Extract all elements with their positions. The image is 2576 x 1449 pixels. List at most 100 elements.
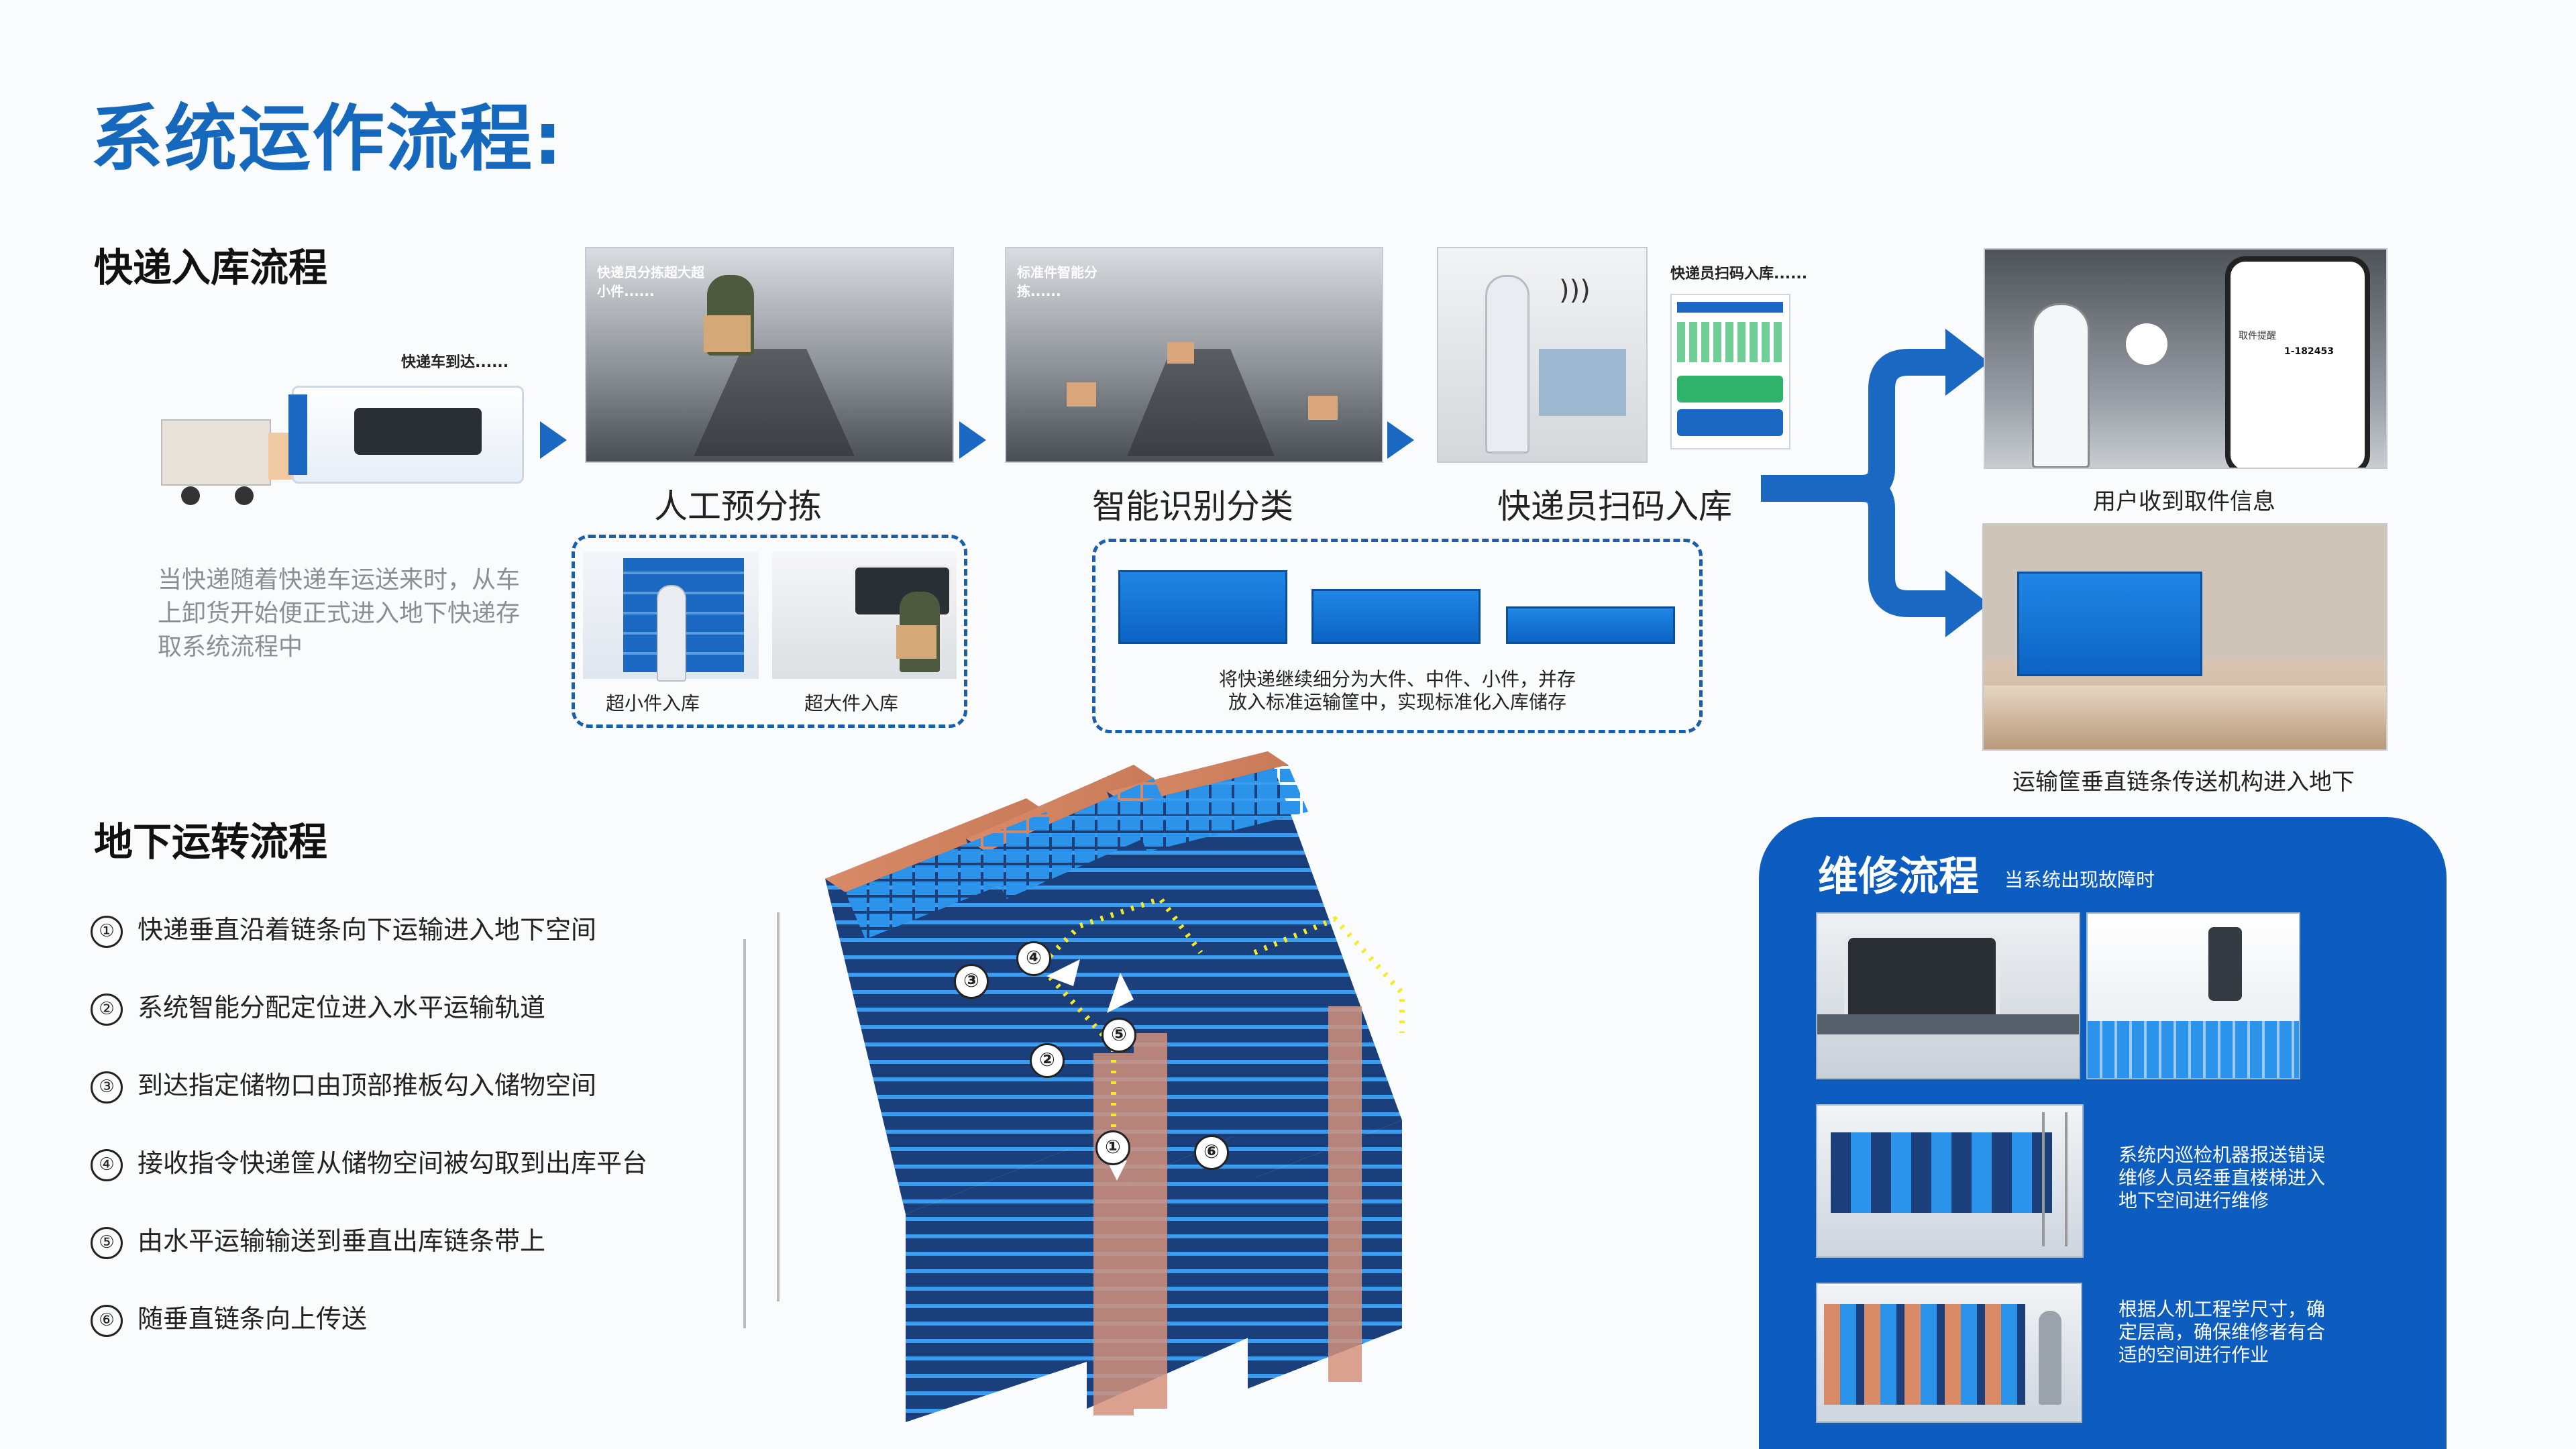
scan-ui-button (1677, 409, 1783, 436)
step-text: 由水平运输输送到垂直出库链条带上 (138, 1226, 546, 1256)
maintenance-heading: 维修流程 (1818, 853, 1979, 900)
truck-illustration (161, 386, 537, 505)
ladder-icon (743, 912, 780, 1328)
maintenance-photo-ladder (1816, 1104, 2084, 1258)
stage-label-classify: 智能识别分类 (1092, 487, 1293, 526)
user-notice-photo: 取件提醒 1-182453 (1984, 248, 2387, 469)
presort-photo-caption: 快递员分拣超大超小件...... (597, 264, 704, 299)
transport-path (1036, 896, 1203, 1127)
step-text: 随垂直链条向上传送 (138, 1304, 368, 1334)
large-parcel-photo (772, 551, 957, 679)
truck-caption: 快递车到达...... (401, 354, 509, 371)
crate-row (986, 778, 1174, 899)
truck-wheel (235, 486, 254, 505)
wifi-icon: ))) (1559, 275, 1591, 306)
vertical-chain (1328, 1006, 1362, 1382)
parcel (1067, 382, 1096, 407)
transport-path (1253, 916, 1405, 1033)
route-arrow-icon (1107, 1161, 1127, 1181)
vertical-chain (1093, 1053, 1134, 1415)
step-badge: ⑥ (1194, 1135, 1229, 1170)
scan-photo-caption: 快递员扫码入库...... (1670, 266, 1808, 282)
scan-ui-grid (1677, 322, 1783, 362)
small-crate-icon (1506, 606, 1675, 644)
phone-pickup-code: 1-182453 (2284, 346, 2334, 357)
presort-item-label: 超小件入库 (606, 692, 700, 714)
rack-rows (1824, 1304, 2025, 1405)
maintenance-photo-room (1816, 912, 2080, 1079)
step-badge: ② (1030, 1043, 1065, 1078)
step-badge: ④ (1016, 941, 1051, 976)
step-text: 接收指令快递筐从储物空间被勾取到出库平台 (138, 1148, 648, 1178)
step-badge: ③ (954, 964, 989, 999)
scan-ui-card (1670, 294, 1790, 449)
vertical-chain (1134, 1033, 1167, 1409)
phone-icon: 取件提醒 1-182453 (2225, 256, 2370, 468)
classify-text-line2: 放入标准运输筐中，实现标准化入库储存 (1228, 691, 1566, 713)
step-item: ⑤ 由水平运输输送到垂直出库链条带上 (91, 1220, 545, 1259)
step-text: 快递垂直沿着链条向下运输进入地下空间 (138, 915, 597, 945)
lift-floor (1984, 686, 2386, 749)
large-crate-icon (1118, 570, 1287, 644)
presort-item-label: 超大件入库 (804, 692, 899, 714)
presort-detail-box: 超小件入库 超大件入库 (572, 535, 967, 728)
small-parcel-photo (583, 551, 759, 682)
machine-blue-edge (288, 394, 307, 475)
crate-row (2088, 1021, 2299, 1078)
conveyor (1817, 1014, 2079, 1034)
crate-row (1127, 765, 1308, 852)
branch-arrow-icon (1761, 329, 1989, 637)
storage-rack-illustration (743, 751, 1405, 1422)
outcome-label-lift: 运输筐垂直链条传送机构进入地下 (2012, 769, 2355, 796)
truck-body (161, 419, 271, 486)
step-item: ③ 到达指定储物口由顶部推板勾入储物空间 (91, 1065, 596, 1104)
step-number: ⑥ (91, 1304, 123, 1337)
step-badge: ① (1095, 1130, 1130, 1165)
scan-ui-header (1677, 302, 1783, 313)
flow-arrow-icon (959, 421, 986, 459)
step-number: ② (91, 993, 123, 1026)
classify-detail-box: 将快递继续细分为大件、中件、小件，并存 放入标准运输筐中，实现标准化入库储存 (1092, 539, 1703, 733)
inbound-intro-text: 当快递随着快递车运送来时，从车上卸货开始便正式进入地下快递存取系统流程中 (158, 566, 521, 661)
maintenance-photo-robot (2086, 912, 2300, 1079)
classify-photo-caption: 标准件智能分拣...... (1017, 264, 1097, 299)
worker-figure (2039, 1311, 2061, 1405)
route-arrow-icon (1107, 973, 1134, 1013)
scan-station (1539, 349, 1626, 416)
truck-wheel (181, 486, 200, 505)
step-text: 到达指定储物口由顶部推板勾入储物空间 (138, 1071, 597, 1100)
step-item: ② 系统智能分配定位进入水平运输轨道 (91, 987, 545, 1026)
step-badge: ⑤ (1102, 1018, 1136, 1053)
person-figure (657, 585, 686, 682)
parcel (896, 625, 936, 659)
route-arrow-icon (1046, 959, 1080, 986)
maintenance-photo-clearance (1816, 1283, 2082, 1423)
scan-photo: ))) (1437, 247, 1648, 463)
step-number: ③ (91, 1071, 123, 1104)
maintenance-text-2: 根据人机工程学尺寸，确定层高，确保维修者有合适的空间进行作业 (2118, 1298, 2326, 1366)
inspection-robot-icon (2208, 927, 2242, 1001)
maintenance-subheading: 当系统出现故障时 (2004, 869, 2155, 891)
step-number: ⑤ (91, 1226, 123, 1259)
stage-label-presort: 人工预分拣 (654, 487, 822, 526)
parcel (1308, 396, 1338, 420)
flow-arrow-icon (1387, 421, 1414, 459)
crate-lift-photo (1982, 523, 2387, 751)
machine-window (354, 408, 482, 455)
user-figure (2032, 303, 2090, 468)
classify-photo: 标准件智能分拣...... (1005, 247, 1383, 463)
step-item: ⑥ 随垂直链条向上传送 (91, 1298, 367, 1337)
parcel (704, 315, 751, 352)
inbound-heading: 快递入库流程 (94, 245, 328, 290)
stage-label-scan: 快递员扫码入库 (1497, 487, 1732, 526)
step-text: 系统智能分配定位进入水平运输轨道 (138, 993, 546, 1022)
phone-pickup-title: 取件提醒 (2239, 331, 2276, 341)
maintenance-text-1: 系统内巡检机器报送错误维修人员经垂直楼梯进入地下空间进行维修 (2118, 1144, 2326, 1212)
medium-crate-icon (1311, 589, 1481, 644)
presort-photo: 快递员分拣超大超小件...... (585, 247, 954, 463)
courier-figure (1485, 275, 1529, 453)
transport-crate-icon (2017, 572, 2202, 676)
page-title: 系统运作流程: (91, 97, 564, 181)
